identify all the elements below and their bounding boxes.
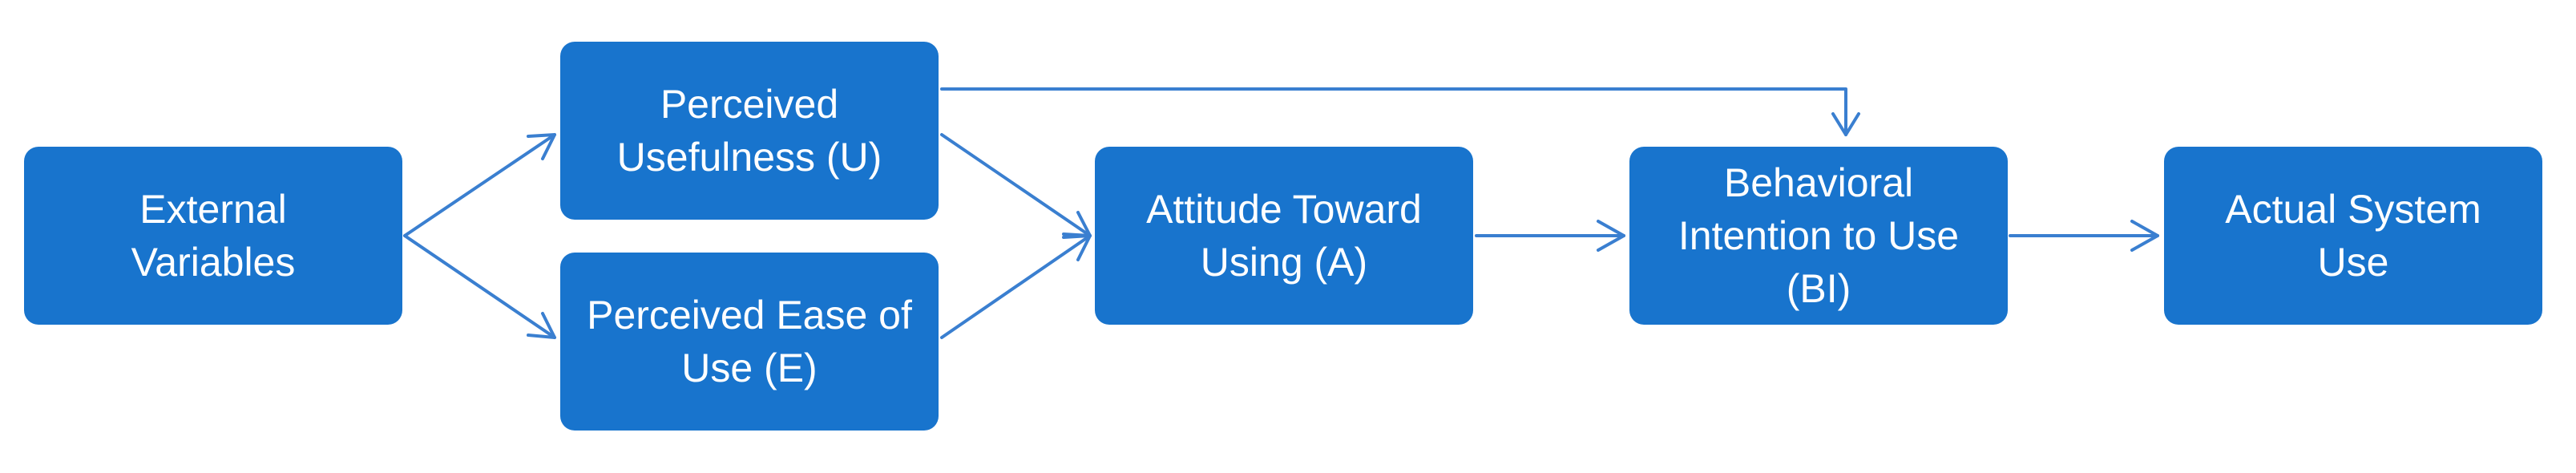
arrow-usefulness-to-attitude	[940, 133, 1092, 237]
node-behavioral-intention: Behavioral Intention to Use (BI)	[1629, 147, 2008, 325]
node-actual-system-use: Actual System Use	[2164, 147, 2542, 325]
node-attitude-toward-using: Attitude Toward Using (A)	[1095, 147, 1473, 325]
node-perceived-ease-of-use: Perceived Ease of Use (E)	[560, 253, 939, 431]
arrow-usefulness-to-intention	[940, 87, 1860, 136]
arrow-external-to-ease	[403, 234, 556, 339]
node-perceived-usefulness: Perceived Usefulness (U)	[560, 42, 939, 220]
arrow-external-to-usefulness	[403, 133, 556, 237]
node-external-variables: External Variables	[24, 147, 402, 325]
arrow-ease-to-attitude	[940, 234, 1092, 339]
arrow-intention-to-actual	[2009, 220, 2159, 252]
arrow-attitude-to-intention	[1475, 220, 1625, 252]
